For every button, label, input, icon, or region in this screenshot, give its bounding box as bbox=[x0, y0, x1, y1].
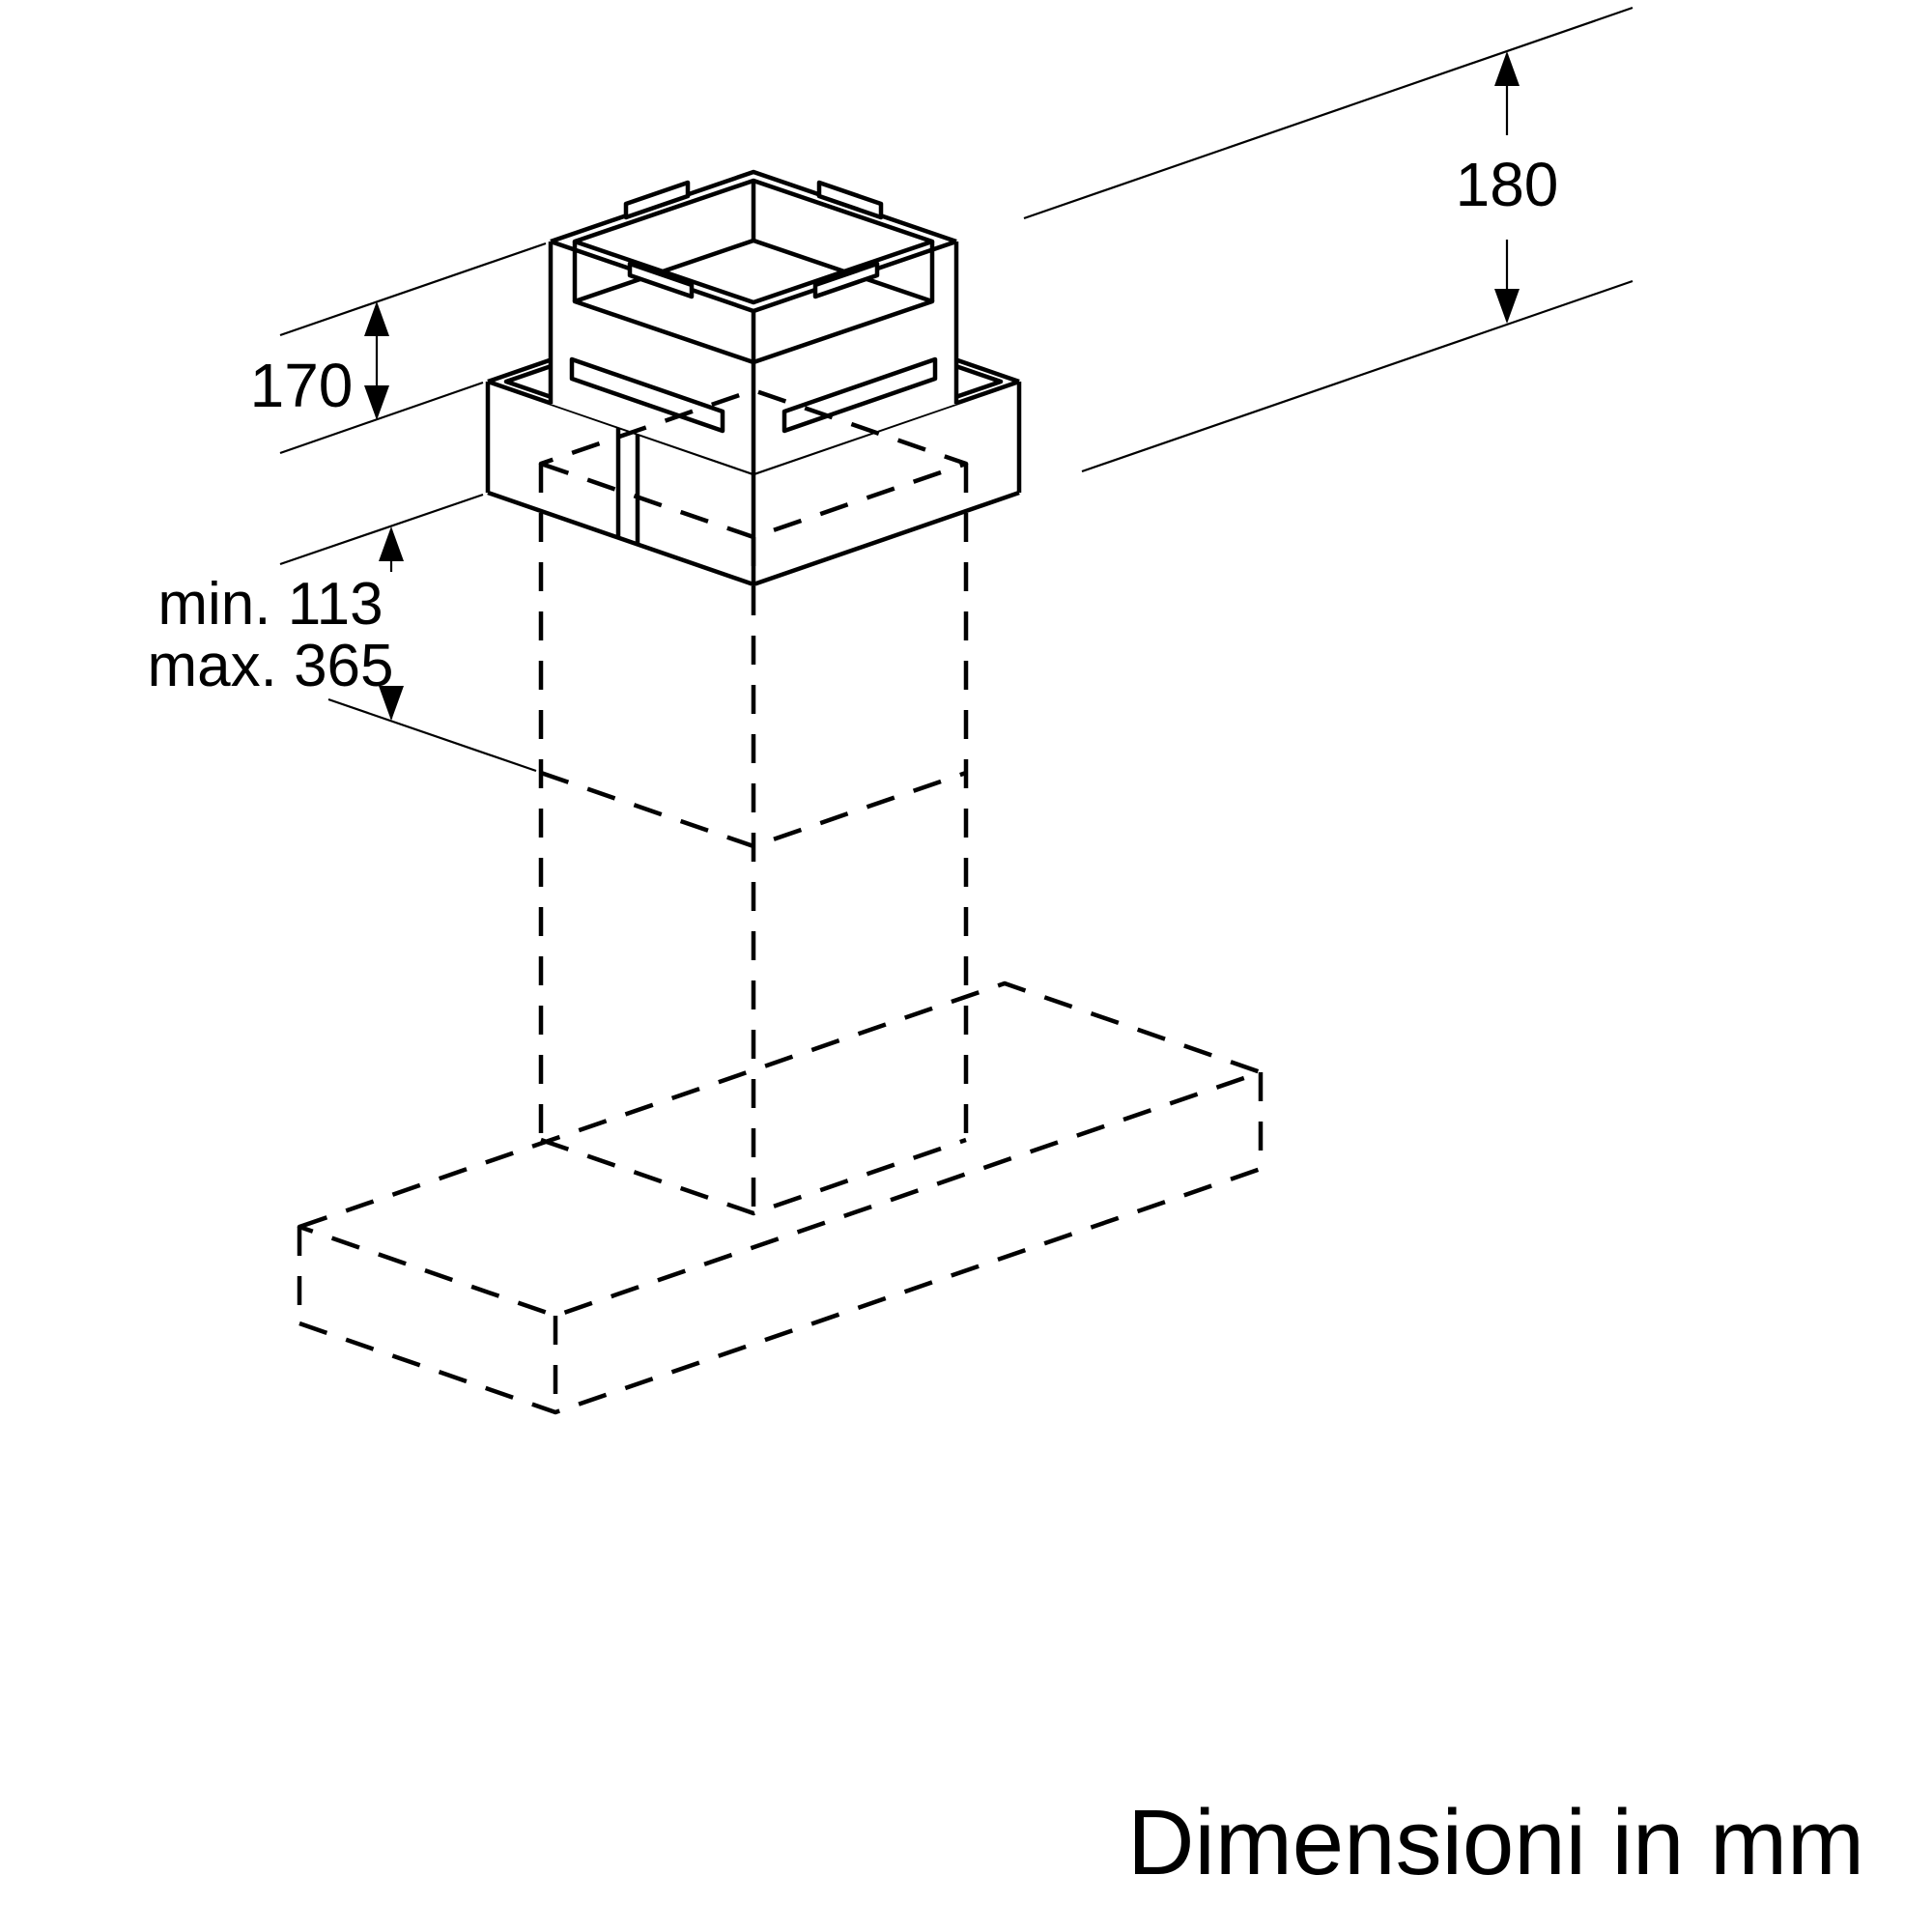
dimension-label-170: 170 bbox=[250, 351, 354, 420]
telescopic-joint bbox=[540, 770, 967, 849]
hood-body-dashed bbox=[297, 980, 1264, 1415]
latch-slot bbox=[569, 356, 725, 434]
rim-notch bbox=[812, 261, 880, 299]
latch-slot bbox=[781, 356, 938, 434]
rim-notch bbox=[627, 261, 695, 299]
rim-notch bbox=[623, 180, 691, 220]
dimension-label-180: 180 bbox=[1456, 150, 1559, 219]
dimension-annotations: 170 min. 113 max. 365 180 bbox=[147, 6, 1634, 773]
chimney-base bbox=[540, 1137, 967, 1216]
units-label: Dimensioni in mm bbox=[1127, 1791, 1864, 1894]
dimension-label-max: max. 365 bbox=[147, 633, 393, 699]
chimney-extension-inner-section bbox=[548, 169, 959, 473]
dimension-label-min: min. 113 bbox=[157, 571, 383, 638]
hidden-chimney-dashed bbox=[538, 387, 969, 1216]
rim-notch bbox=[816, 180, 884, 220]
